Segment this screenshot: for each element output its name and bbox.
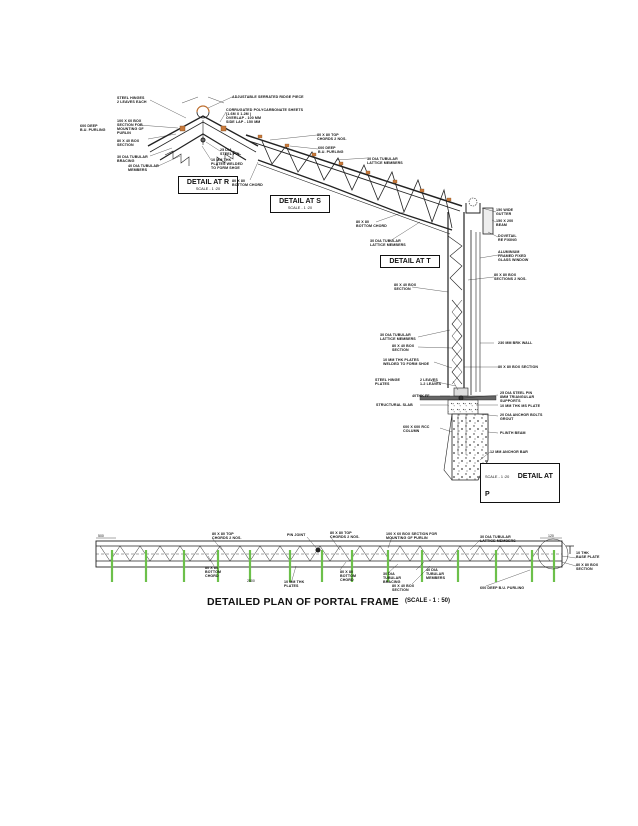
plan-dim-2500: 2500 [247, 579, 255, 583]
rafter-truss [245, 134, 463, 235]
label-base-plate-p: 10 MM THK MS PLATE [500, 404, 541, 408]
detail-p-scale: SCALE - 1 :20 [485, 475, 510, 479]
label-fin: 40THK FF [412, 394, 430, 398]
detail-s-title: DETAIL AT S [279, 198, 321, 205]
plan-scale: (SCALE - 1 : 50) [405, 598, 451, 604]
detail-p-foundation [419, 387, 497, 481]
label-ridge-piece: ADJUSTABLE SERRATED RIDGE PIECE [232, 95, 304, 99]
label-anchor-bar: 12 MM ANCHOR BAR [490, 450, 529, 454]
label-brk-wall: 230 MM BRK WALL [498, 341, 533, 345]
detail-s-box: DETAIL AT S SCALE - 1 :20 [270, 195, 330, 213]
detail-p-box: SCALE - 1 :20 DETAIL AT P [480, 463, 560, 503]
detail-s-scale: SCALE - 1 :20 [287, 206, 313, 210]
detail-r-ridge [147, 96, 259, 166]
detail-r-title: DETAIL AT R [186, 179, 230, 186]
plan-portal-frame [95, 537, 574, 582]
label-polycarbonate: CORRUGATED POLYCARBONATE SHEETS(1.6M X 1… [226, 108, 304, 124]
plan-dim-500: 500 [98, 534, 104, 538]
plan-pin-joint: PIN JOINT [287, 533, 306, 537]
plan-purling: 600 DEEP B.U. PURLING [480, 586, 525, 590]
leader-lines [138, 96, 577, 587]
plan-title: DETAILED PLAN OF PORTAL FRAME [207, 596, 399, 608]
label-box-section-p: 80 X 80 BOX SECTION [498, 365, 539, 369]
detail-t-eave [447, 197, 494, 395]
detail-t-box: DETAIL AT T [380, 255, 440, 268]
plan-dim-120: 120 [548, 534, 554, 538]
detail-r-box: DETAIL AT R SCALE - 1 :20 [178, 176, 238, 194]
detail-t-title: DETAIL AT T [389, 258, 431, 265]
label-plinth-beam: PLINTH BEAM [500, 431, 526, 435]
detail-p-title: DETAIL AT P [485, 473, 553, 498]
detail-r-scale: SCALE - 1 :20 [195, 187, 221, 191]
label-structural-slab: STRUCTURAL SLAB [376, 403, 413, 407]
